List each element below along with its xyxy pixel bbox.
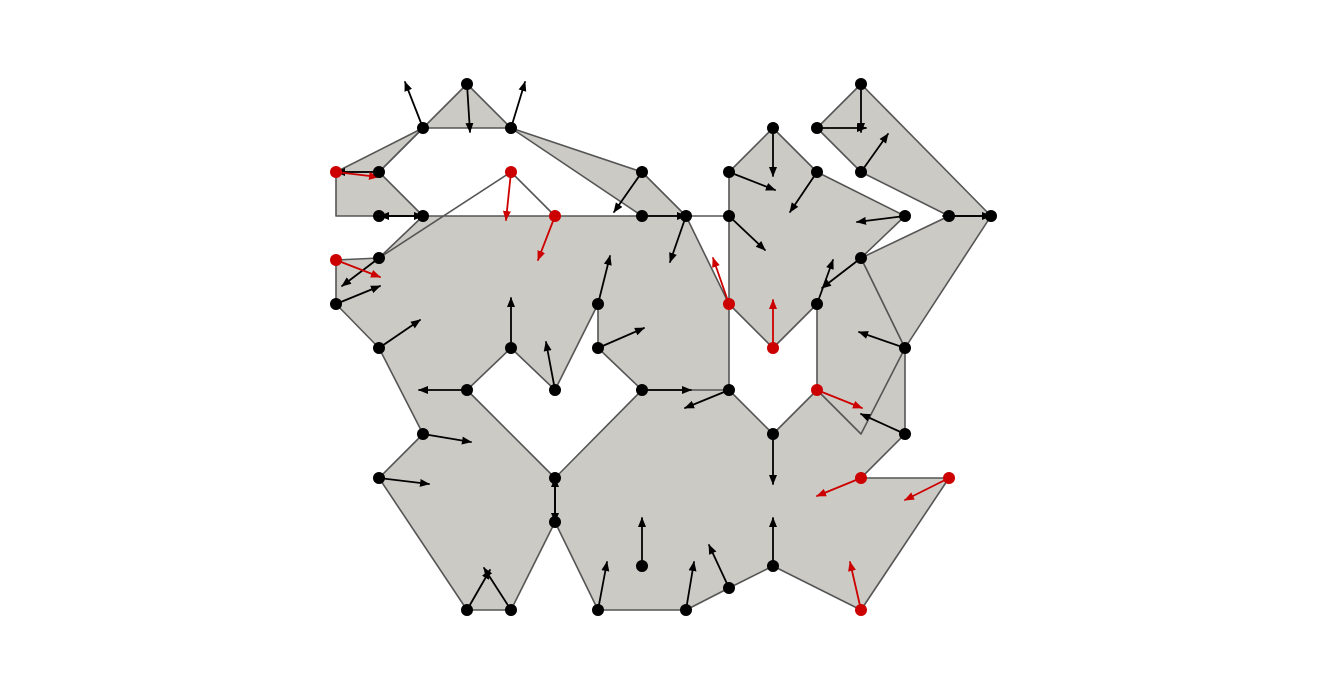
highlight-vertex-arrow <box>816 477 862 497</box>
vertex-point <box>373 166 385 178</box>
vertex-arrow <box>789 171 818 213</box>
vertex-point <box>899 210 911 222</box>
highlight-vertex-point <box>855 472 867 484</box>
vertex-point <box>985 210 997 222</box>
vertex-point <box>636 210 648 222</box>
vertex-arrow <box>816 259 834 305</box>
vertex-point <box>592 604 604 616</box>
vertex-point <box>855 252 867 264</box>
polygon-layer <box>335 83 992 611</box>
vertex-arrow <box>597 561 610 611</box>
vertex-arrow <box>597 327 645 349</box>
vertex-arrow <box>728 215 766 251</box>
highlight-vertex-point <box>855 604 867 616</box>
vertex-point <box>461 604 473 616</box>
vertex-point <box>417 122 429 134</box>
vertex-point <box>549 516 561 528</box>
vertex-point <box>723 384 735 396</box>
vertex-point <box>811 122 823 134</box>
highlight-vertex-arrow <box>712 257 730 305</box>
vertex-point <box>767 122 779 134</box>
vertex-point <box>330 298 342 310</box>
vertex-point <box>417 428 429 440</box>
highlight-vertex-point <box>505 166 517 178</box>
vertex-point <box>373 252 385 264</box>
vertex-point <box>855 78 867 90</box>
highlight-vertex-arrow <box>502 171 512 221</box>
vertex-arrow <box>613 171 643 213</box>
vertex-arrow <box>378 319 421 349</box>
vertex-arrow <box>684 389 730 409</box>
highlight-vertex-arrow <box>904 477 950 501</box>
vertex-arrow <box>860 133 889 173</box>
highlight-vertex-point <box>330 166 342 178</box>
polygon-right-hook <box>816 83 992 349</box>
vertex-arrow <box>341 257 380 287</box>
highlight-vertex-point <box>549 210 561 222</box>
highlight-vertex-arrow <box>335 259 381 278</box>
vertex-point <box>592 298 604 310</box>
vertex-point <box>461 78 473 90</box>
vertex-point <box>811 298 823 310</box>
vertex-point <box>723 210 735 222</box>
vertex-point <box>680 604 692 616</box>
vertex-point <box>505 122 517 134</box>
vertex-arrow <box>378 477 430 487</box>
vertex-point <box>505 342 517 354</box>
vertex-point <box>680 210 692 222</box>
highlight-vertex-arrow <box>335 171 379 180</box>
vertex-arrow <box>728 171 776 191</box>
vertex-point <box>767 428 779 440</box>
arrow-layer <box>335 81 992 611</box>
vertex-arrow <box>422 433 472 445</box>
vertex-point <box>723 166 735 178</box>
vertex-point <box>636 560 648 572</box>
vertex-arrow <box>858 331 906 349</box>
vertex-point <box>855 166 867 178</box>
highlight-vertex-point <box>767 342 779 354</box>
vertex-arrow <box>335 285 381 305</box>
vertex-point <box>549 384 561 396</box>
vertex-point <box>461 384 473 396</box>
highlight-vertex-arrow <box>816 389 863 409</box>
vertex-arrow <box>510 81 527 129</box>
vertex-point <box>899 342 911 354</box>
vertex-arrow <box>860 413 906 435</box>
vertex-arrow <box>543 341 556 391</box>
vertex-arrow <box>669 215 687 263</box>
vertex-point <box>899 428 911 440</box>
vertex-arrow <box>483 567 512 611</box>
vertex-point <box>811 166 823 178</box>
highlight-vertex-arrow <box>848 561 862 611</box>
vertex-point <box>417 210 429 222</box>
polygon-main-left <box>335 127 950 611</box>
vertex-arrow <box>685 561 697 611</box>
vertex-arrow <box>708 544 730 589</box>
highlight-vertex-point <box>811 384 823 396</box>
vertex-point <box>549 472 561 484</box>
vertex-point <box>373 210 385 222</box>
vertex-arrow <box>597 255 612 305</box>
vertex-point <box>636 166 648 178</box>
highlight-vertex-point <box>943 472 955 484</box>
vertex-arrow <box>404 81 424 129</box>
vertex-arrow <box>465 83 474 133</box>
vertex-point <box>373 342 385 354</box>
vertex-arrow <box>856 215 906 225</box>
vertex-point <box>943 210 955 222</box>
vertex-layer <box>330 78 997 616</box>
highlight-vertex-point <box>330 254 342 266</box>
vertex-point <box>723 582 735 594</box>
vertex-point <box>636 384 648 396</box>
vertex-point <box>592 342 604 354</box>
highlight-vertex-arrow <box>537 215 556 261</box>
highlight-vertex-point <box>723 298 735 310</box>
vertex-arrow <box>821 257 862 289</box>
vertex-point <box>505 604 517 616</box>
vertex-point <box>767 560 779 572</box>
vertex-point <box>373 472 385 484</box>
